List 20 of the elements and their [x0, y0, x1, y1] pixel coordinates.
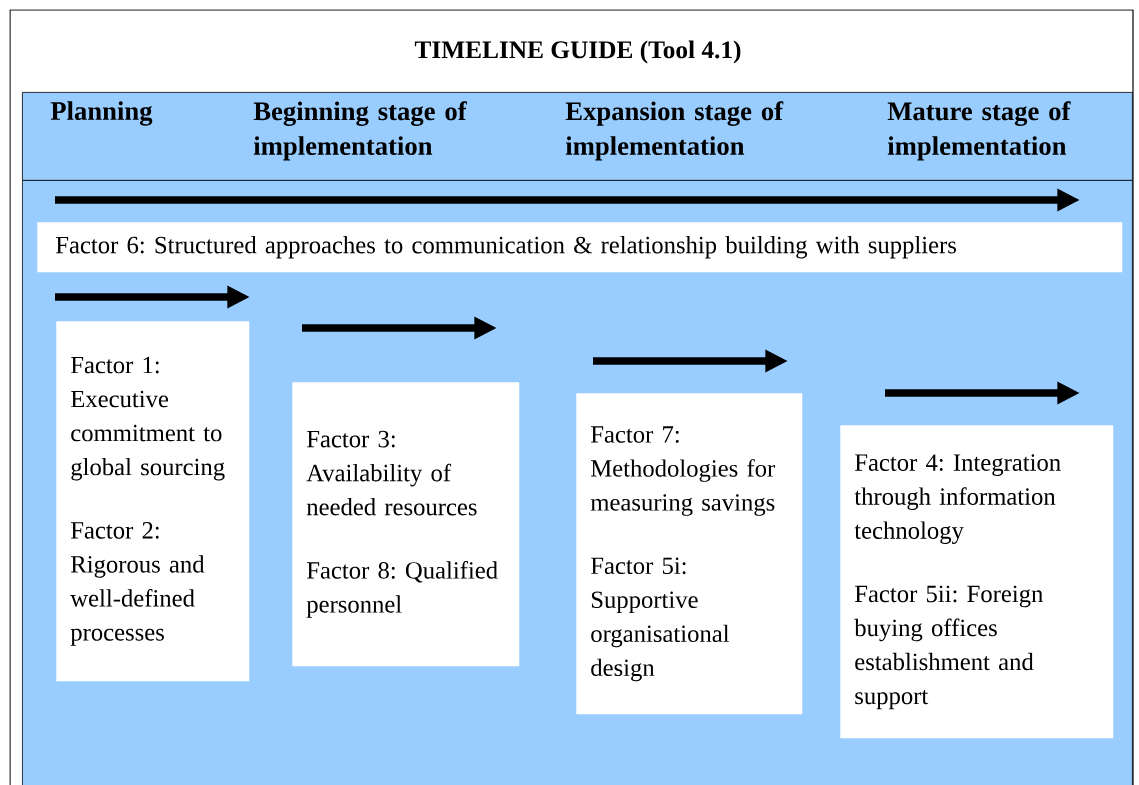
factor-text: Factor 5ii: Foreign buying offices establishment and support: [854, 585, 1043, 710]
factor-box: [840, 425, 1114, 739]
factor-text: Factor 7: Methodologies for measuring savings: [590, 426, 776, 516]
stage-heading: Planning: [50, 101, 153, 126]
factor-box: [292, 382, 520, 667]
factor-text: Factor 8: Qualified personnel: [306, 561, 498, 618]
factor-text: Factor 1: Executive commitment to global sourcing: [71, 356, 225, 481]
factor-text: Factor 4: Integration through information technology: [854, 454, 1061, 544]
stage-heading: Mature stage of implementation: [887, 101, 1071, 161]
factor-box: [56, 321, 250, 682]
factor-box: [576, 393, 803, 715]
header-band: [22, 92, 1133, 181]
factor-text: Factor 6: Structured approaches to communication & relationship building with suppliers: [56, 236, 956, 259]
factor-text: Factor 2: Rigorous and well-defined processes: [70, 522, 205, 646]
factor-text: Factor 5i: Supportive organisational design: [591, 557, 730, 682]
factor-text: Factor 3: Availability of needed resources: [306, 430, 477, 516]
factor-box: [37, 222, 1123, 273]
stage-heading: Expansion stage of implementation: [565, 101, 784, 161]
stage-heading: Beginning stage of implementation: [253, 101, 467, 161]
title: TIMELINE GUIDE (Tool 4.1): [414, 40, 741, 64]
